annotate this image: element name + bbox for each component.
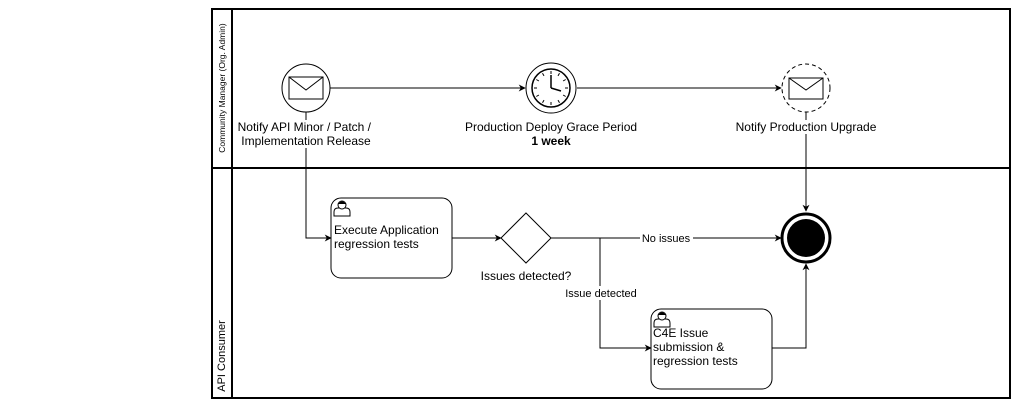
flow-label-bg xyxy=(563,286,639,300)
user-icon xyxy=(653,311,671,328)
flow-label-bg xyxy=(640,231,693,245)
envelope-icon xyxy=(788,77,824,100)
event-label-bg xyxy=(240,120,372,148)
user-icon xyxy=(333,200,351,217)
event-label-notify-upgrade: Notify Production Upgrade xyxy=(736,120,877,134)
flow-c4e-to-end xyxy=(772,263,810,349)
lane-label-api-consumer: API Consumer xyxy=(216,320,228,392)
event-label-grace-period: Production Deploy Grace Period xyxy=(465,120,637,134)
flow-gateway-issue-detected xyxy=(599,238,652,352)
task-execute-tests[interactable]: Execute Application regression tests xyxy=(330,197,453,279)
task-c4e-issue[interactable]: C4E Issue submission & regression tests xyxy=(650,308,773,390)
end-event-icon xyxy=(787,219,825,257)
event-notify-upgrade[interactable] xyxy=(781,63,831,113)
gateway-issues-detected[interactable] xyxy=(500,212,552,264)
task-label: Execute Application regression tests xyxy=(334,223,442,251)
flow-label-issue-detected: Issue detected xyxy=(565,288,637,300)
event-grace-period[interactable] xyxy=(525,62,577,114)
event-label-bg xyxy=(735,120,877,134)
event-label-notify-release: Notify API Minor / Patch / Implementatio… xyxy=(238,120,375,148)
event-sublabel-grace-period: 1 week xyxy=(531,134,571,148)
flow-release-to-execute xyxy=(305,112,332,242)
flow-label-no-issues: No issues xyxy=(642,233,691,245)
end-event[interactable] xyxy=(780,212,832,264)
event-notify-release[interactable] xyxy=(281,63,331,113)
clock-icon xyxy=(531,68,571,108)
task-label: C4E Issue submission & regression tests xyxy=(653,326,738,368)
lane-label-community-manager: Community Manager (Org. Admin) xyxy=(217,23,227,153)
gateway-label: Issues detected? xyxy=(481,269,572,283)
envelope-icon xyxy=(288,76,324,100)
